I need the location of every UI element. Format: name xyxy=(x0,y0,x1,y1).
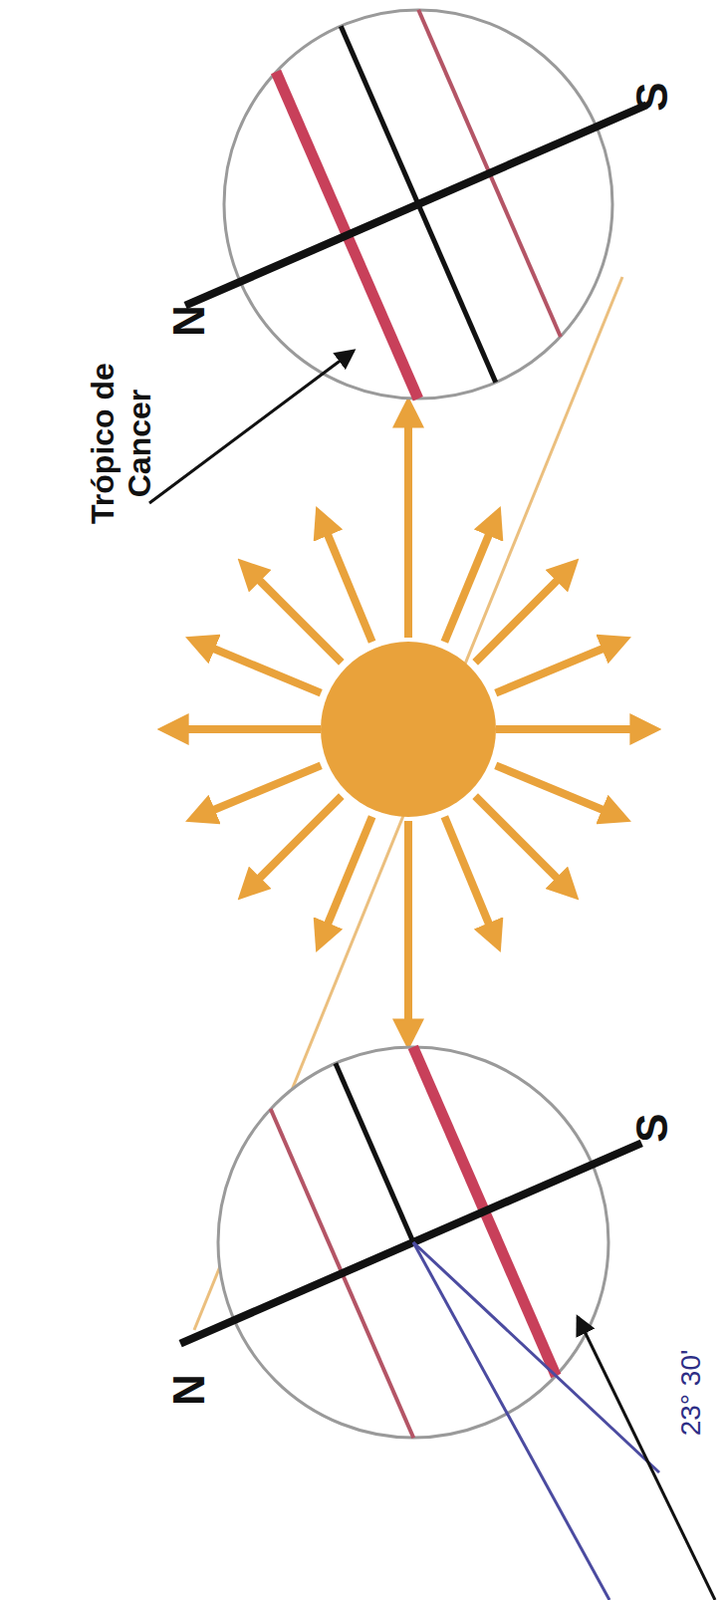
direct-ray xyxy=(404,410,413,638)
equator-line xyxy=(335,1062,414,1242)
earth-lines xyxy=(102,964,714,1508)
sun-ray xyxy=(198,764,321,816)
sun-ray xyxy=(444,518,495,642)
pole-letter: S xyxy=(627,1112,679,1142)
angle-value: 23° 30' xyxy=(675,1349,708,1437)
sun xyxy=(320,641,496,817)
sun-ray xyxy=(171,725,321,733)
sun-ray xyxy=(247,795,342,890)
earth-axis xyxy=(185,104,647,305)
sun-ray xyxy=(475,795,569,890)
pole-letter: N xyxy=(164,304,216,337)
earth-lines xyxy=(107,0,725,484)
angle-line xyxy=(413,1241,610,1600)
leader-line xyxy=(577,1316,716,1600)
sun-ray xyxy=(495,725,648,733)
sun-ray xyxy=(475,568,569,663)
direct-ray xyxy=(404,820,413,1036)
sun-ray xyxy=(444,816,495,940)
sun-rays xyxy=(198,518,618,939)
sun-ray xyxy=(321,816,373,940)
sun-rays xyxy=(171,410,648,1036)
sun-ray xyxy=(247,568,342,663)
sun-ray xyxy=(321,518,373,642)
leader-line xyxy=(149,350,354,503)
sun-ray xyxy=(495,764,619,816)
sun-ray xyxy=(495,642,619,694)
earth-axis xyxy=(180,1142,642,1343)
sun-ray xyxy=(198,642,321,694)
tropic-label: Trópico de Cancer xyxy=(84,354,159,532)
pole-letter: S xyxy=(627,81,679,111)
angle-line xyxy=(413,1241,660,1472)
pole-letter: N xyxy=(164,1373,216,1406)
